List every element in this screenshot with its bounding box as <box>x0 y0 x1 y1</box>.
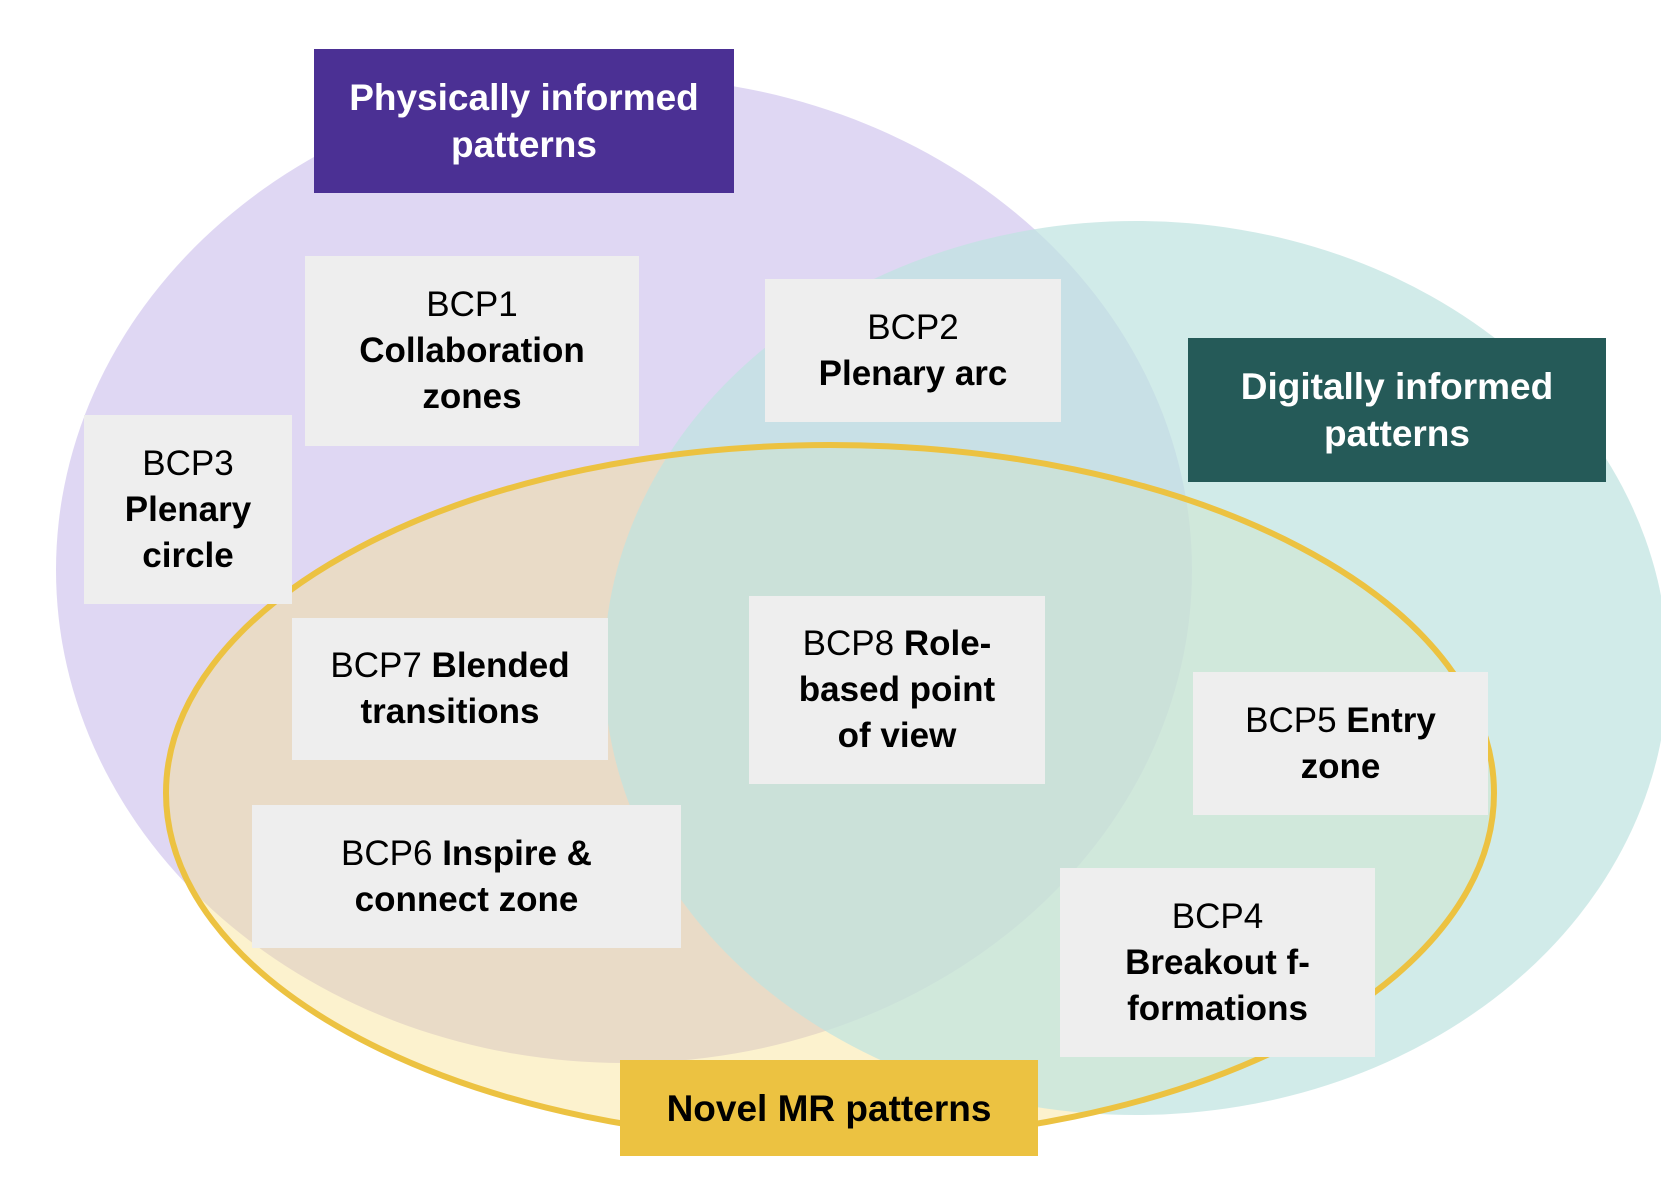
digital-label-line2: patterns <box>1324 413 1470 454</box>
bcp1-id: BCP1 <box>426 285 518 324</box>
physical-group-label: Physically informed patterns <box>314 49 734 193</box>
pattern-card-bcp5: BCP5 Entry zone <box>1193 672 1488 815</box>
pattern-card-bcp6: BCP6 Inspire & connect zone <box>252 805 681 948</box>
bcp3-name-line2: circle <box>142 535 234 575</box>
novel-group-label: Novel MR patterns <box>620 1060 1038 1156</box>
bcp8-name-part3: of view <box>837 716 957 755</box>
novel-label-text: Novel MR patterns <box>666 1087 992 1129</box>
bcp4-name-line1: Breakout f- <box>1125 942 1310 982</box>
pattern-card-bcp8: BCP8 Role- based point of view <box>749 596 1045 784</box>
bcp8-name-part2: based point <box>798 670 996 709</box>
digital-label-line1: Digitally informed <box>1240 366 1554 407</box>
bcp7-name-part2: transitions <box>360 692 540 731</box>
bcp4-name-line2: formations <box>1127 988 1308 1028</box>
physical-label-line2: patterns <box>451 124 597 165</box>
bcp5-id: BCP5 <box>1245 700 1337 740</box>
bcp5-name-part2: zone <box>1300 746 1381 786</box>
bcp7-id: BCP7 <box>330 646 422 685</box>
pattern-card-bcp7: BCP7 Blended transitions <box>292 618 608 760</box>
bcp4-id: BCP4 <box>1171 896 1264 936</box>
digital-group-label: Digitally informed patterns <box>1188 338 1606 482</box>
pattern-card-bcp1: BCP1 Collaboration zones <box>305 256 639 446</box>
bcp6-name-part1: Inspire & <box>442 833 592 873</box>
bcp7-name-part1: Blended <box>431 646 570 685</box>
bcp8-id: BCP8 <box>802 624 895 663</box>
physical-label-line1: Physically informed <box>349 77 699 118</box>
bcp3-name-line1: Plenary <box>124 489 252 529</box>
bcp2-name: Plenary arc <box>818 353 1008 393</box>
bcp6-name-part2: connect zone <box>354 879 579 919</box>
bcp3-id: BCP3 <box>142 443 234 483</box>
bcp5-name-part1: Entry <box>1346 700 1436 740</box>
bcp2-id: BCP2 <box>867 307 959 347</box>
pattern-card-bcp2: BCP2 Plenary arc <box>765 279 1061 422</box>
bcp1-name-line2: zones <box>422 377 522 416</box>
pattern-card-bcp4: BCP4 Breakout f- formations <box>1060 868 1375 1057</box>
bcp6-id: BCP6 <box>341 833 433 873</box>
pattern-card-bcp3: BCP3 Plenary circle <box>84 415 292 604</box>
bcp1-name-line1: Collaboration <box>359 331 585 370</box>
bcp8-name-part1: Role- <box>903 624 992 663</box>
